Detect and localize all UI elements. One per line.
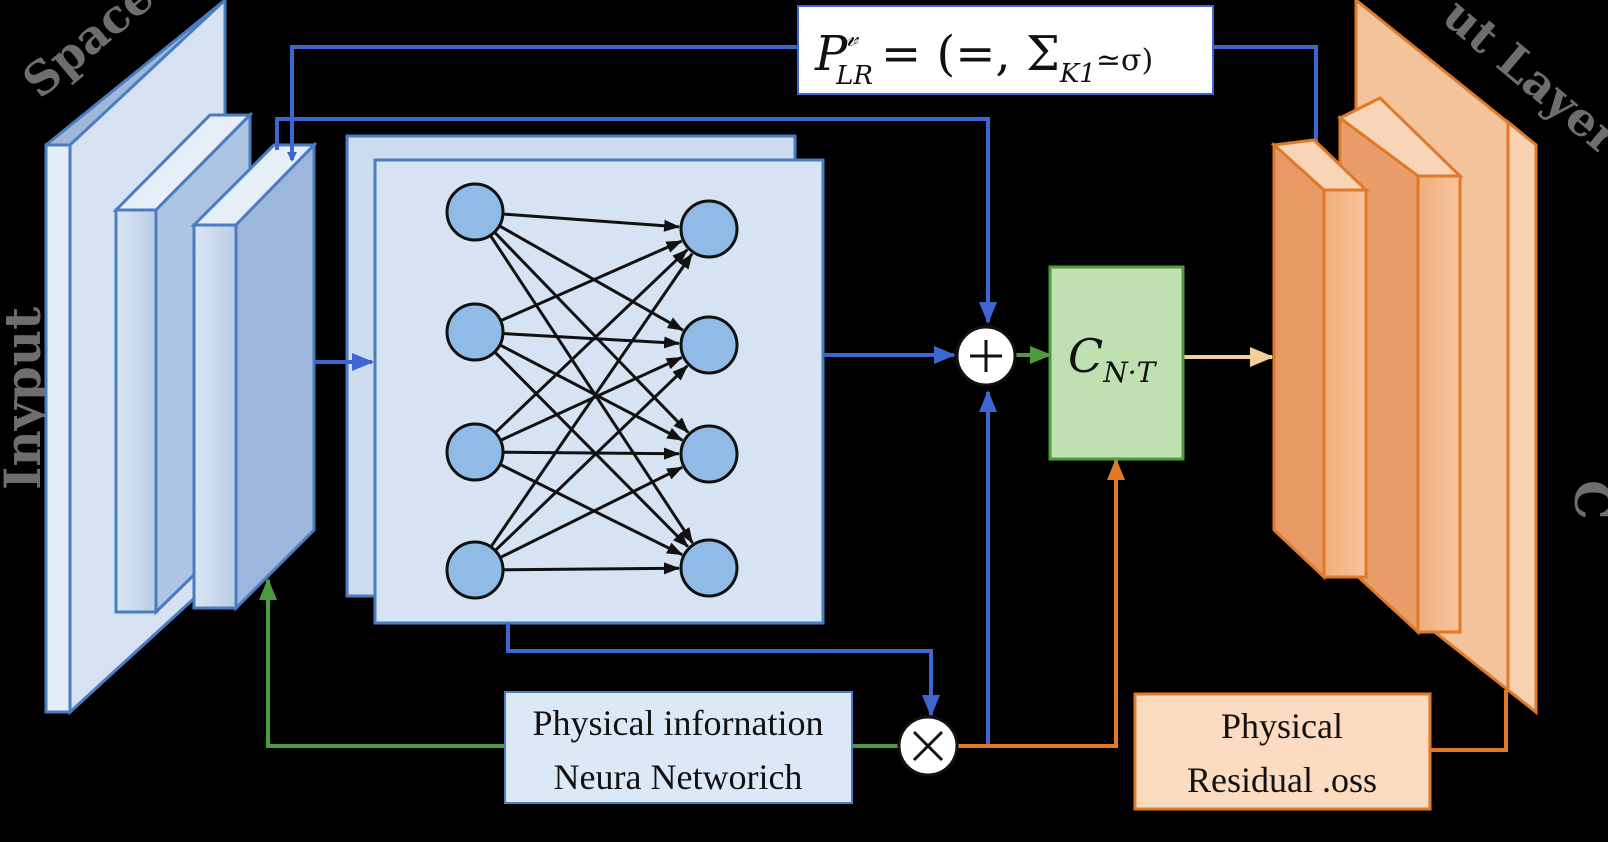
input-node xyxy=(445,302,505,362)
input-node xyxy=(445,422,505,482)
connection-edge xyxy=(502,332,681,349)
input-node xyxy=(445,182,505,242)
connection-edge xyxy=(499,465,684,559)
add-operator xyxy=(955,325,1017,387)
neural-network-panel xyxy=(345,134,825,625)
connection-edge xyxy=(493,350,689,548)
connection-edge xyxy=(499,343,684,442)
connection-edge xyxy=(494,248,689,434)
pinn-label-line2: Neura Networich xyxy=(554,757,803,797)
residual-label-line2: Residual .oss xyxy=(1187,760,1377,800)
connection-edge xyxy=(493,231,690,434)
connection-edge xyxy=(489,252,694,548)
equation-left-line xyxy=(287,45,798,162)
network-to-multiply-arrow xyxy=(506,623,940,717)
output-node xyxy=(679,315,739,375)
residual-label-line1: Physical xyxy=(1221,706,1343,746)
residual-to-nl-arrow xyxy=(958,458,1125,748)
skip-connection-line xyxy=(275,117,997,324)
connection-edge xyxy=(502,562,681,575)
input-layer-stack xyxy=(44,0,318,716)
pinn-label-line1: Physical infornation xyxy=(533,703,824,743)
pinn-feedback-arrow xyxy=(259,578,505,748)
network-nodes xyxy=(445,182,739,600)
connection-edge xyxy=(494,364,689,552)
nl-box-label: CN·T xyxy=(1068,329,1158,389)
network-connections xyxy=(489,212,694,575)
input-vertical-label: Inyput xyxy=(0,307,52,490)
input-slab-front xyxy=(190,141,318,612)
input-node xyxy=(445,540,505,600)
connection-edge xyxy=(502,212,681,232)
output-node xyxy=(679,199,739,259)
residual-loss-box: Physical Residual .oss xyxy=(1133,692,1432,811)
connection-edge xyxy=(500,239,683,323)
equation-right-line xyxy=(1213,45,1318,152)
connection-edge xyxy=(489,234,694,544)
output-slab-front xyxy=(1270,138,1370,581)
connection-edge xyxy=(499,463,684,557)
nl-box: CN·T xyxy=(1048,265,1185,461)
output-node xyxy=(679,424,739,484)
output-layer-stack xyxy=(1270,0,1538,716)
output-node xyxy=(679,538,739,598)
pinn-label-box: Physical infornation Neura Networich xyxy=(504,691,853,804)
connection-edge xyxy=(502,447,681,460)
multiply-operator xyxy=(897,715,959,777)
residual-to-output-line xyxy=(1430,690,1508,752)
output-vertical-label: C xyxy=(1563,480,1608,520)
